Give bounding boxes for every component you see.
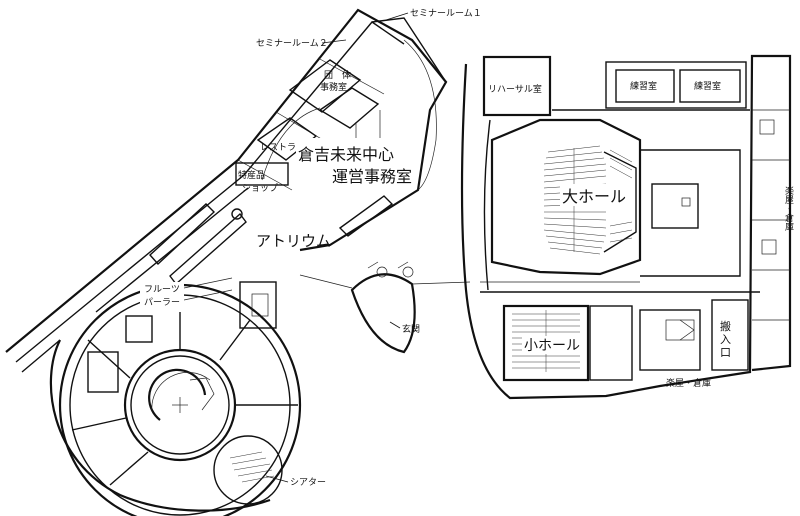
label-theater: シアター (290, 477, 326, 488)
room-labels: セミナールーム１ セミナールーム２ 団 体 事務室 レストラン 倉吉未来中心 運… (140, 8, 794, 488)
west-wing-outline (5, 8, 448, 373)
label-dressing-room-bottom: 楽屋・倉庫 (666, 377, 711, 389)
label-small-hall: 小ホール (524, 338, 580, 354)
label-big-hall: 大ホール (562, 187, 626, 206)
label-loading-dock-1: 搬 (720, 319, 731, 333)
label-atrium: アトリウム (256, 232, 331, 250)
label-group-office-line2: 事務室 (320, 81, 347, 93)
label-group-office-line1: 団 体 (324, 69, 351, 81)
label-operations-office: 運営事務室 (332, 167, 412, 186)
label-practice-room-1: 練習室 (630, 80, 657, 92)
label-center-name: 倉吉未来中心 (298, 145, 394, 164)
label-loading-dock-3: 口 (720, 346, 731, 359)
label-entrance: 玄関 (402, 323, 420, 335)
label-seminar-room-1: セミナールーム１ (410, 8, 482, 19)
label-practice-room-2: 練習室 (694, 80, 721, 92)
label-dressing-room-right: 楽屋・倉庫 (783, 185, 794, 232)
label-fruit-parlor-line1: フルーツ (144, 285, 180, 295)
label-fruit-parlor-line2: パーラー (144, 297, 180, 308)
entrance-canopy (299, 261, 471, 354)
label-seminar-room-2: セミナールーム２ (256, 38, 328, 49)
label-shop-line2: ショップ (242, 183, 278, 194)
label-rehearsal-room: リハーサル室 (488, 83, 542, 95)
label-shop-line1: 特産品 (238, 169, 265, 181)
rotunda-outline (49, 277, 302, 516)
east-hall-block (460, 54, 792, 400)
label-restaurant: レストラン (260, 142, 305, 153)
label-loading-dock-2: 入 (720, 333, 731, 346)
